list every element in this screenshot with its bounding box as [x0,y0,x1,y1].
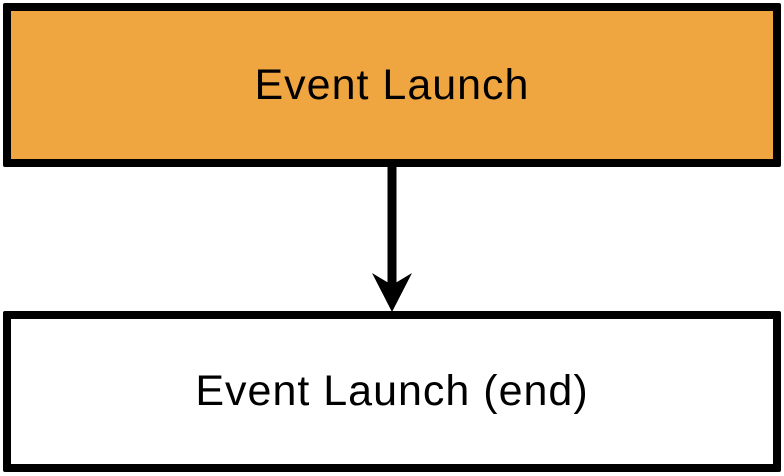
node-event-launch[interactable]: Event Launch [3,3,781,167]
node-event-launch-end[interactable]: Event Launch (end) [3,311,781,472]
down-arrow-icon [372,167,412,312]
node-event-launch-end-label: Event Launch (end) [195,367,589,415]
node-event-launch-label: Event Launch [254,60,530,109]
